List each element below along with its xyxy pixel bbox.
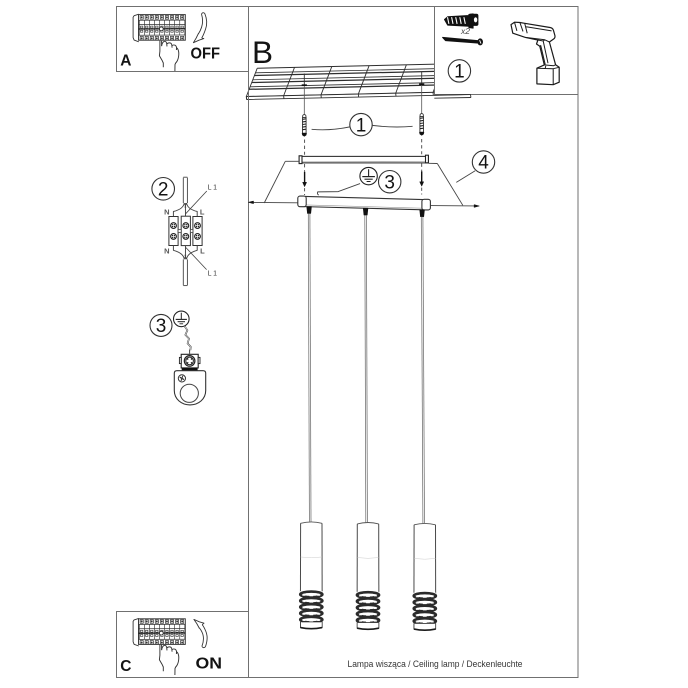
svg-text:A: A: [120, 52, 131, 69]
svg-text:C: C: [120, 658, 131, 675]
svg-text:B: B: [252, 34, 273, 70]
svg-text:N: N: [164, 208, 169, 217]
svg-text:4: 4: [478, 153, 489, 174]
svg-text:1: 1: [454, 62, 465, 83]
svg-text:3: 3: [156, 316, 167, 337]
svg-text:L 1: L 1: [208, 270, 218, 277]
svg-text:L: L: [200, 207, 205, 216]
svg-text:2: 2: [158, 180, 169, 201]
svg-text:Lampa wisząca / Ceiling lamp /: Lampa wisząca / Ceiling lamp / Deckenleu…: [348, 659, 523, 669]
svg-text:L: L: [200, 247, 205, 256]
svg-text:ON: ON: [196, 656, 223, 673]
svg-text:x2: x2: [460, 26, 470, 36]
svg-text:N: N: [164, 247, 169, 256]
svg-text:L 1: L 1: [208, 184, 218, 191]
svg-text:OFF: OFF: [191, 46, 221, 63]
svg-text:3: 3: [384, 172, 395, 193]
svg-text:1: 1: [356, 115, 367, 136]
